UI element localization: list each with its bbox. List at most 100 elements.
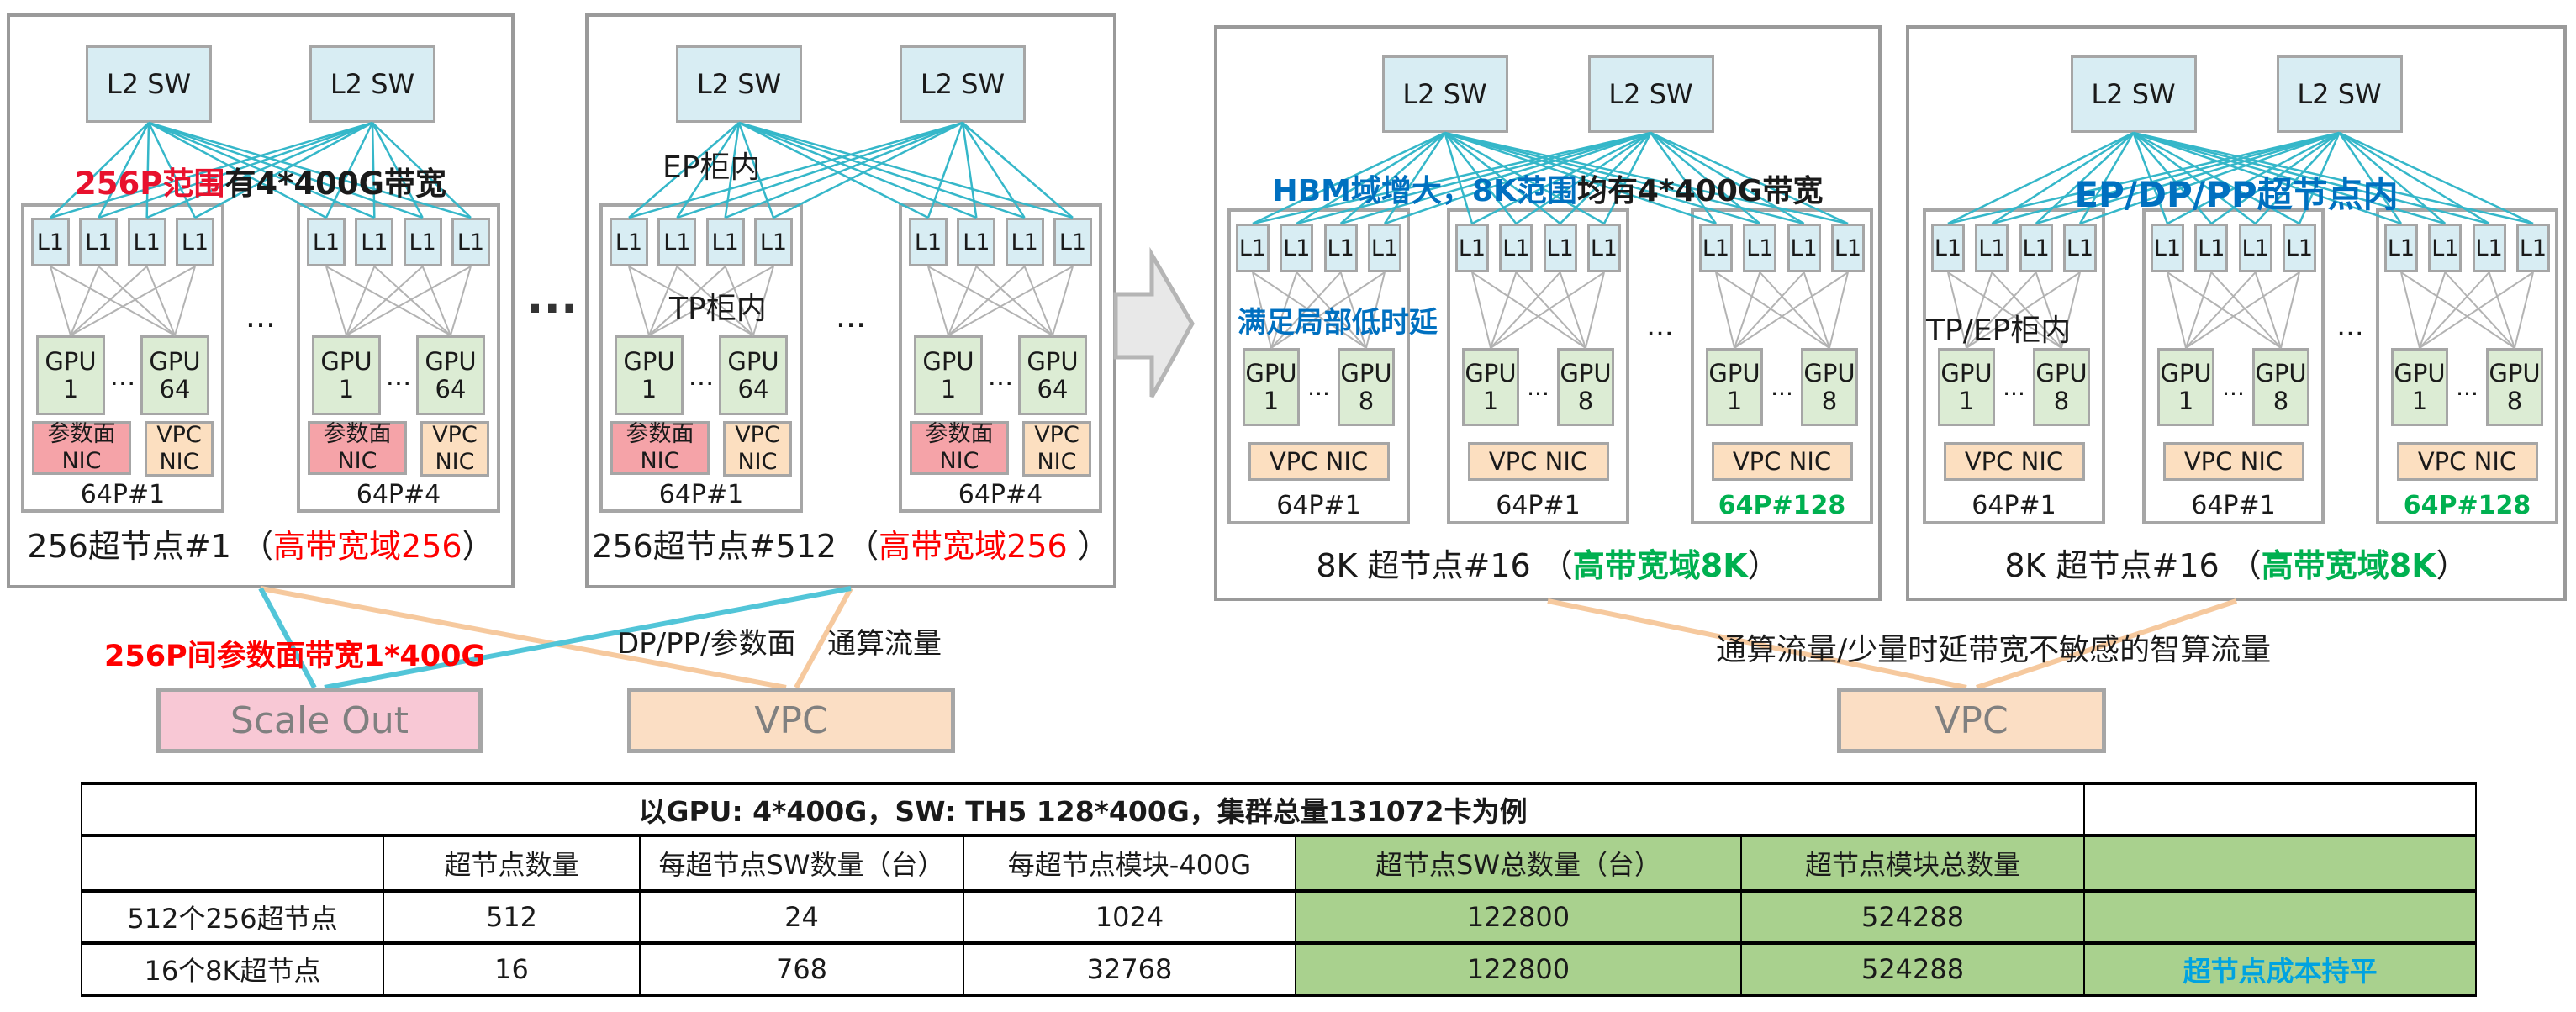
l1-switch: L1 — [355, 218, 394, 266]
table-cell: 16 — [383, 941, 641, 997]
l1-switch: L1 — [957, 218, 996, 266]
rack-label: 64P#1 — [1972, 491, 2056, 520]
scale-out-network-box: Scale Out — [156, 688, 483, 753]
table-cell — [2083, 782, 2478, 837]
l1-switch: L1 — [909, 218, 948, 266]
l1-switch: L1 — [2194, 224, 2229, 272]
ellipsis: ... — [2222, 373, 2245, 401]
ellipsis: ... — [2456, 373, 2478, 401]
vpc-network-box: VPC — [1837, 688, 2106, 753]
ellipsis: ... — [2003, 373, 2025, 401]
table-cell: 524288 — [1739, 889, 2086, 945]
l1-switch: L1 — [705, 218, 745, 266]
l1-switch: L1 — [175, 218, 214, 266]
table-header: 超节点数量 — [383, 834, 641, 893]
param-bandwidth-label: 256P间参数面带宽1*400G — [104, 640, 486, 673]
ep-cabinet-label: EP柜内 — [662, 150, 761, 185]
l1-switch: L1 — [2515, 224, 2550, 272]
l1-switch: L1 — [1455, 224, 1489, 272]
table-cell: 16个8K超节点 — [81, 941, 384, 997]
l1-switch: L1 — [2238, 224, 2272, 272]
ellipsis: ... — [1771, 373, 1793, 401]
l1-switch: L1 — [1975, 224, 2009, 272]
vpc-traffic-label: 通算流量/少量时延带宽不敏感的智算流量 — [1716, 633, 2272, 667]
l2-switch-row: L2 SW L2 SW — [1909, 55, 2563, 133]
tp-cabinet-label: TP柜内 — [669, 292, 767, 326]
rack-label: 64P#4 — [356, 480, 441, 509]
l1-row: L1 L1 L1 L1 — [2146, 224, 2321, 272]
l1-switch: L1 — [2282, 224, 2316, 272]
panel1-caption: 256超节点#1 （高带宽域256） — [27, 528, 494, 565]
table-cell: 122800 — [1295, 941, 1742, 997]
l1-switch: L1 — [403, 218, 442, 266]
l1-switch: L1 — [1699, 224, 1733, 272]
l1-switch: L1 — [1323, 224, 1358, 272]
l1-row: L1 L1 L1 L1 — [24, 218, 221, 266]
panel4-title: EP/DP/PP超节点内 — [2074, 174, 2399, 215]
ellipsis: ... — [1527, 373, 1549, 401]
l1-switch: L1 — [1236, 224, 1270, 272]
ellipsis: ... — [109, 359, 136, 392]
rack-label: 64P#4 — [958, 480, 1043, 509]
table-cell: 512个256超节点 — [81, 889, 384, 945]
ellipsis: ... — [385, 359, 412, 392]
ellipsis: ... — [835, 298, 867, 335]
table-cell — [2083, 889, 2478, 945]
l1-switch: L1 — [2151, 224, 2184, 272]
l2-switch: L2 SW — [86, 45, 212, 123]
l1-switch: L1 — [610, 218, 648, 266]
vpc-nic: VPC NIC — [1711, 442, 1853, 481]
l2-switch: L2 SW — [1587, 55, 1714, 133]
ellipsis: ... — [1646, 309, 1674, 343]
l1-row: L1 L1 L1 L1 — [1926, 224, 2102, 272]
rack-label: 64P#1 — [1276, 491, 1361, 520]
table-header-row: 超节点数量 每超节点SW数量（台） 每超节点模块-400G 超节点SW总数量（台… — [81, 834, 2478, 893]
l1-switch: L1 — [2019, 224, 2053, 272]
l2-switch: L2 SW — [676, 45, 802, 123]
table-cell: 32768 — [963, 941, 1296, 997]
l2-switch: L2 SW — [900, 45, 1026, 123]
panel3-title: HBM域增大，8K范围均有4*400G带宽 — [1272, 174, 1824, 208]
table-cell: 768 — [639, 941, 964, 997]
table-cell: 524288 — [1739, 941, 2086, 997]
table-title: 以GPU: 4*400G，SW: TH5 128*400G，集群总量131072… — [80, 782, 2086, 837]
ellipsis: ... — [2336, 309, 2364, 343]
l1-row: L1 L1 L1 L1 — [603, 218, 800, 266]
table-cell: 24 — [639, 889, 964, 945]
low-latency-label: 满足局部低时延 — [1238, 306, 1438, 340]
panel-8k-supernode-hbm: L2 SW L2 SW HBM域增大，8K范围均有4*400G带宽 满足局部低时… — [1214, 25, 1882, 601]
rack-label: 64P#1 — [80, 480, 166, 509]
